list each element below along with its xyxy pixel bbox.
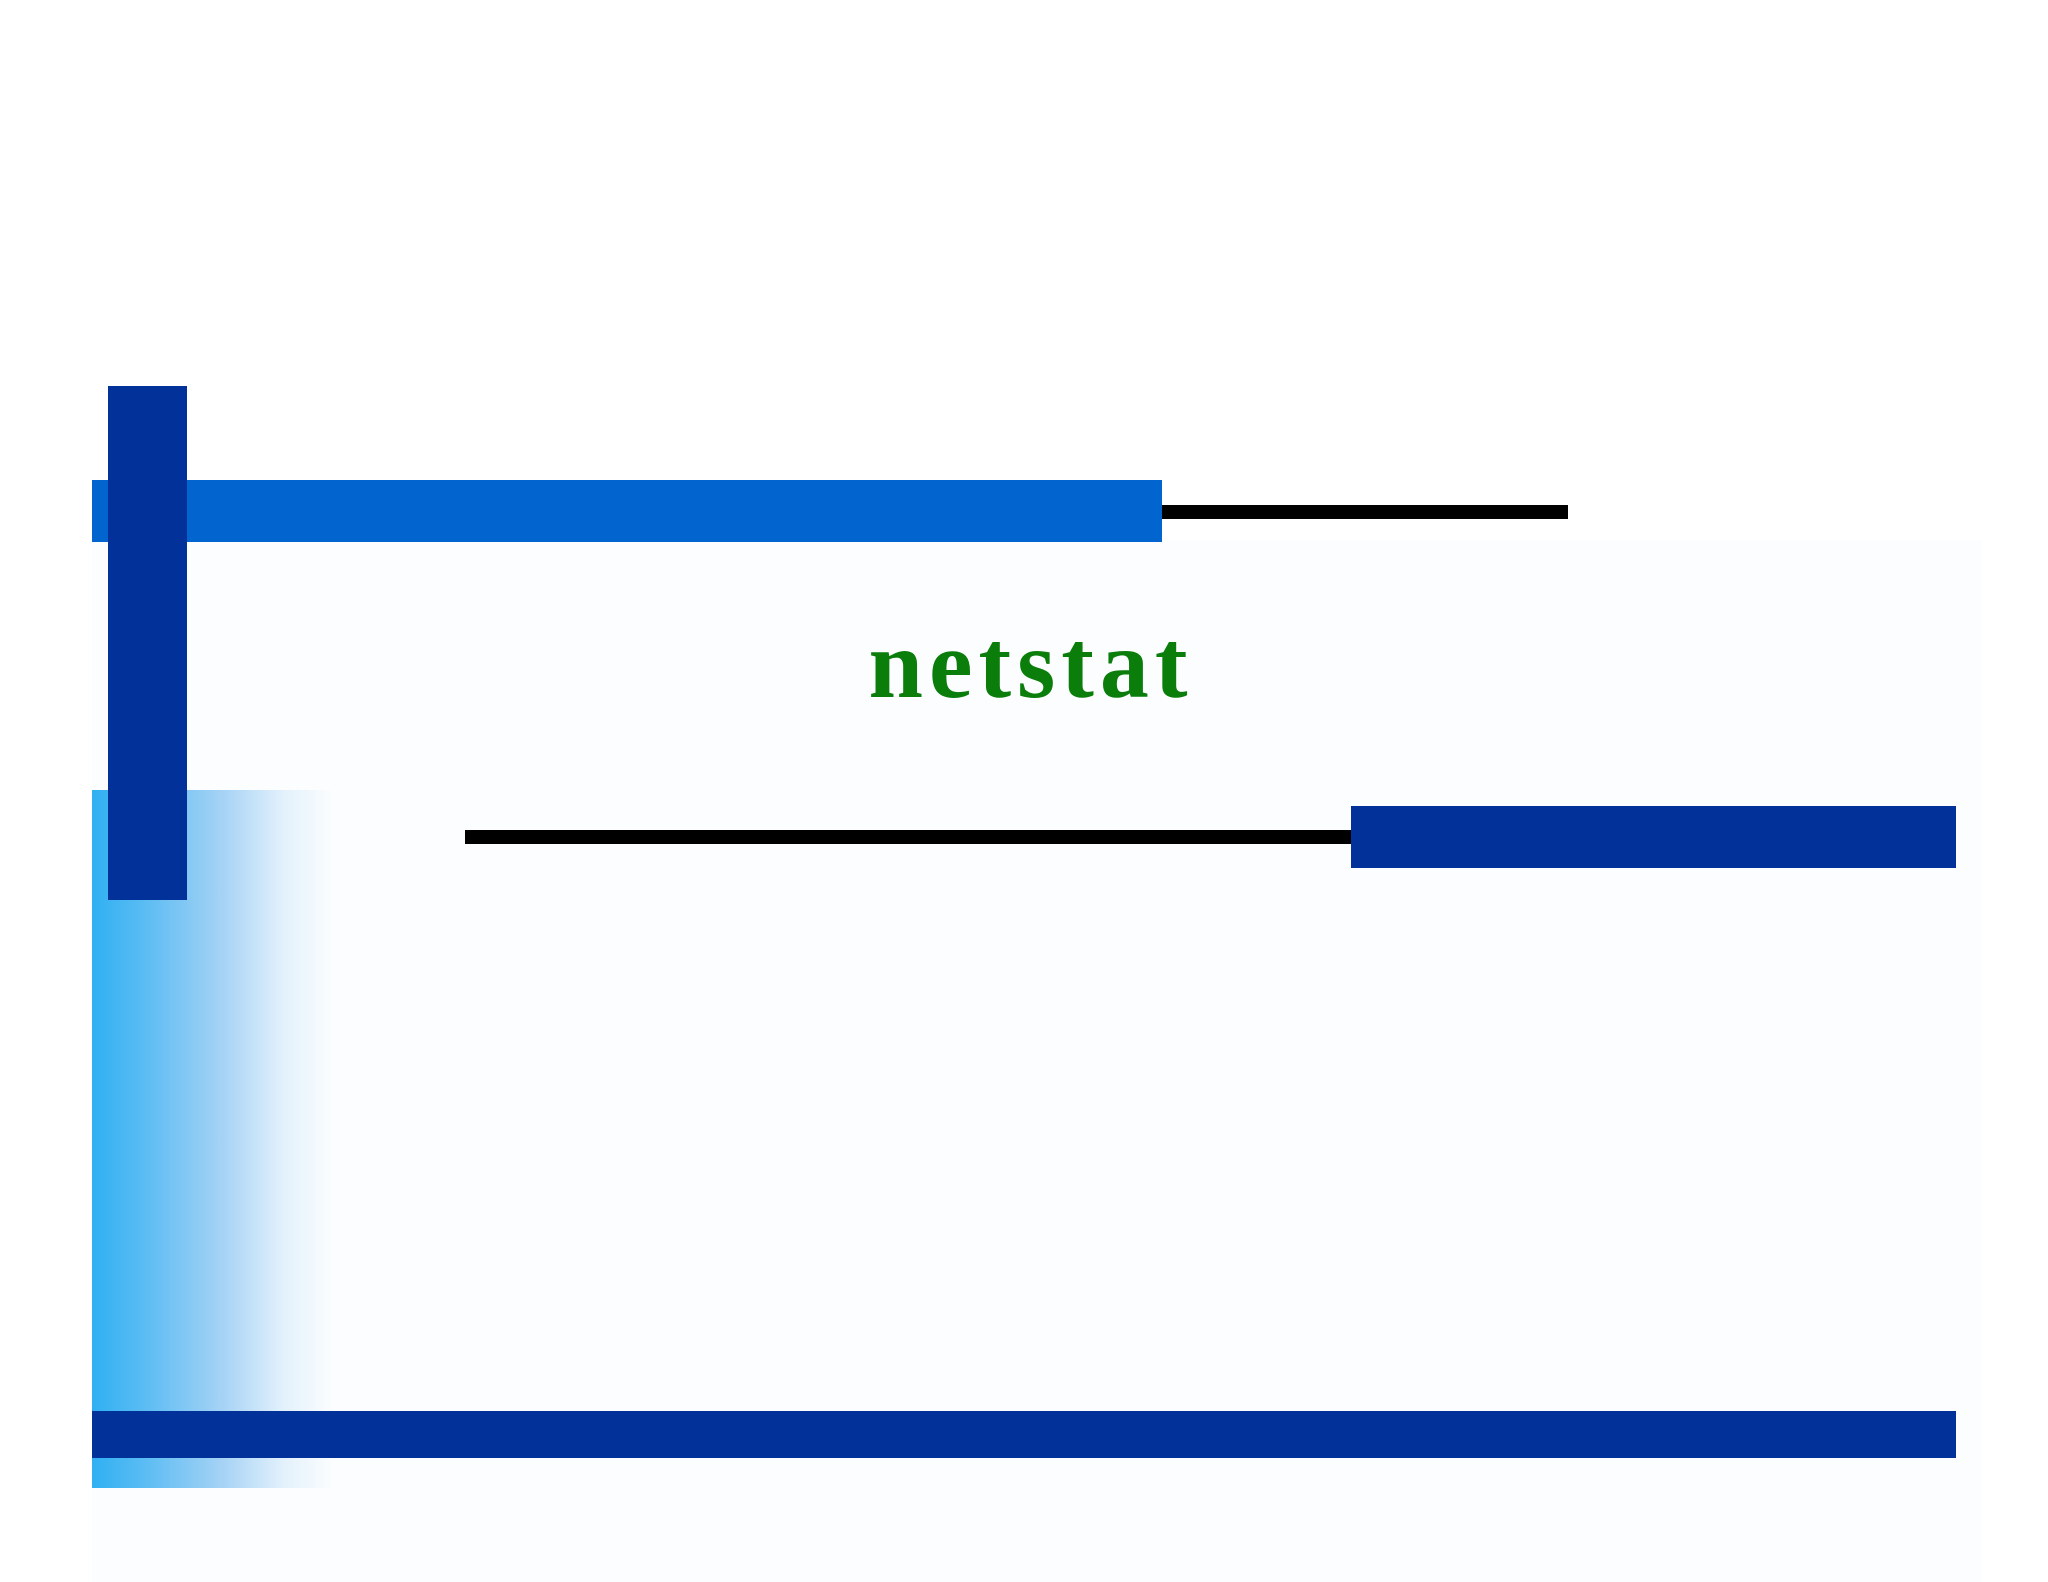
slide-title: netstat [868,611,1194,719]
top-divider-line [1162,505,1568,519]
vertical-accent-bar [108,386,187,900]
content-background [92,540,1982,1582]
top-accent-bar [92,480,1162,542]
gradient-accent-panel [92,790,332,1488]
middle-accent-bar [1351,806,1956,868]
middle-divider-line [465,830,1351,844]
bottom-accent-bar [92,1411,1956,1458]
